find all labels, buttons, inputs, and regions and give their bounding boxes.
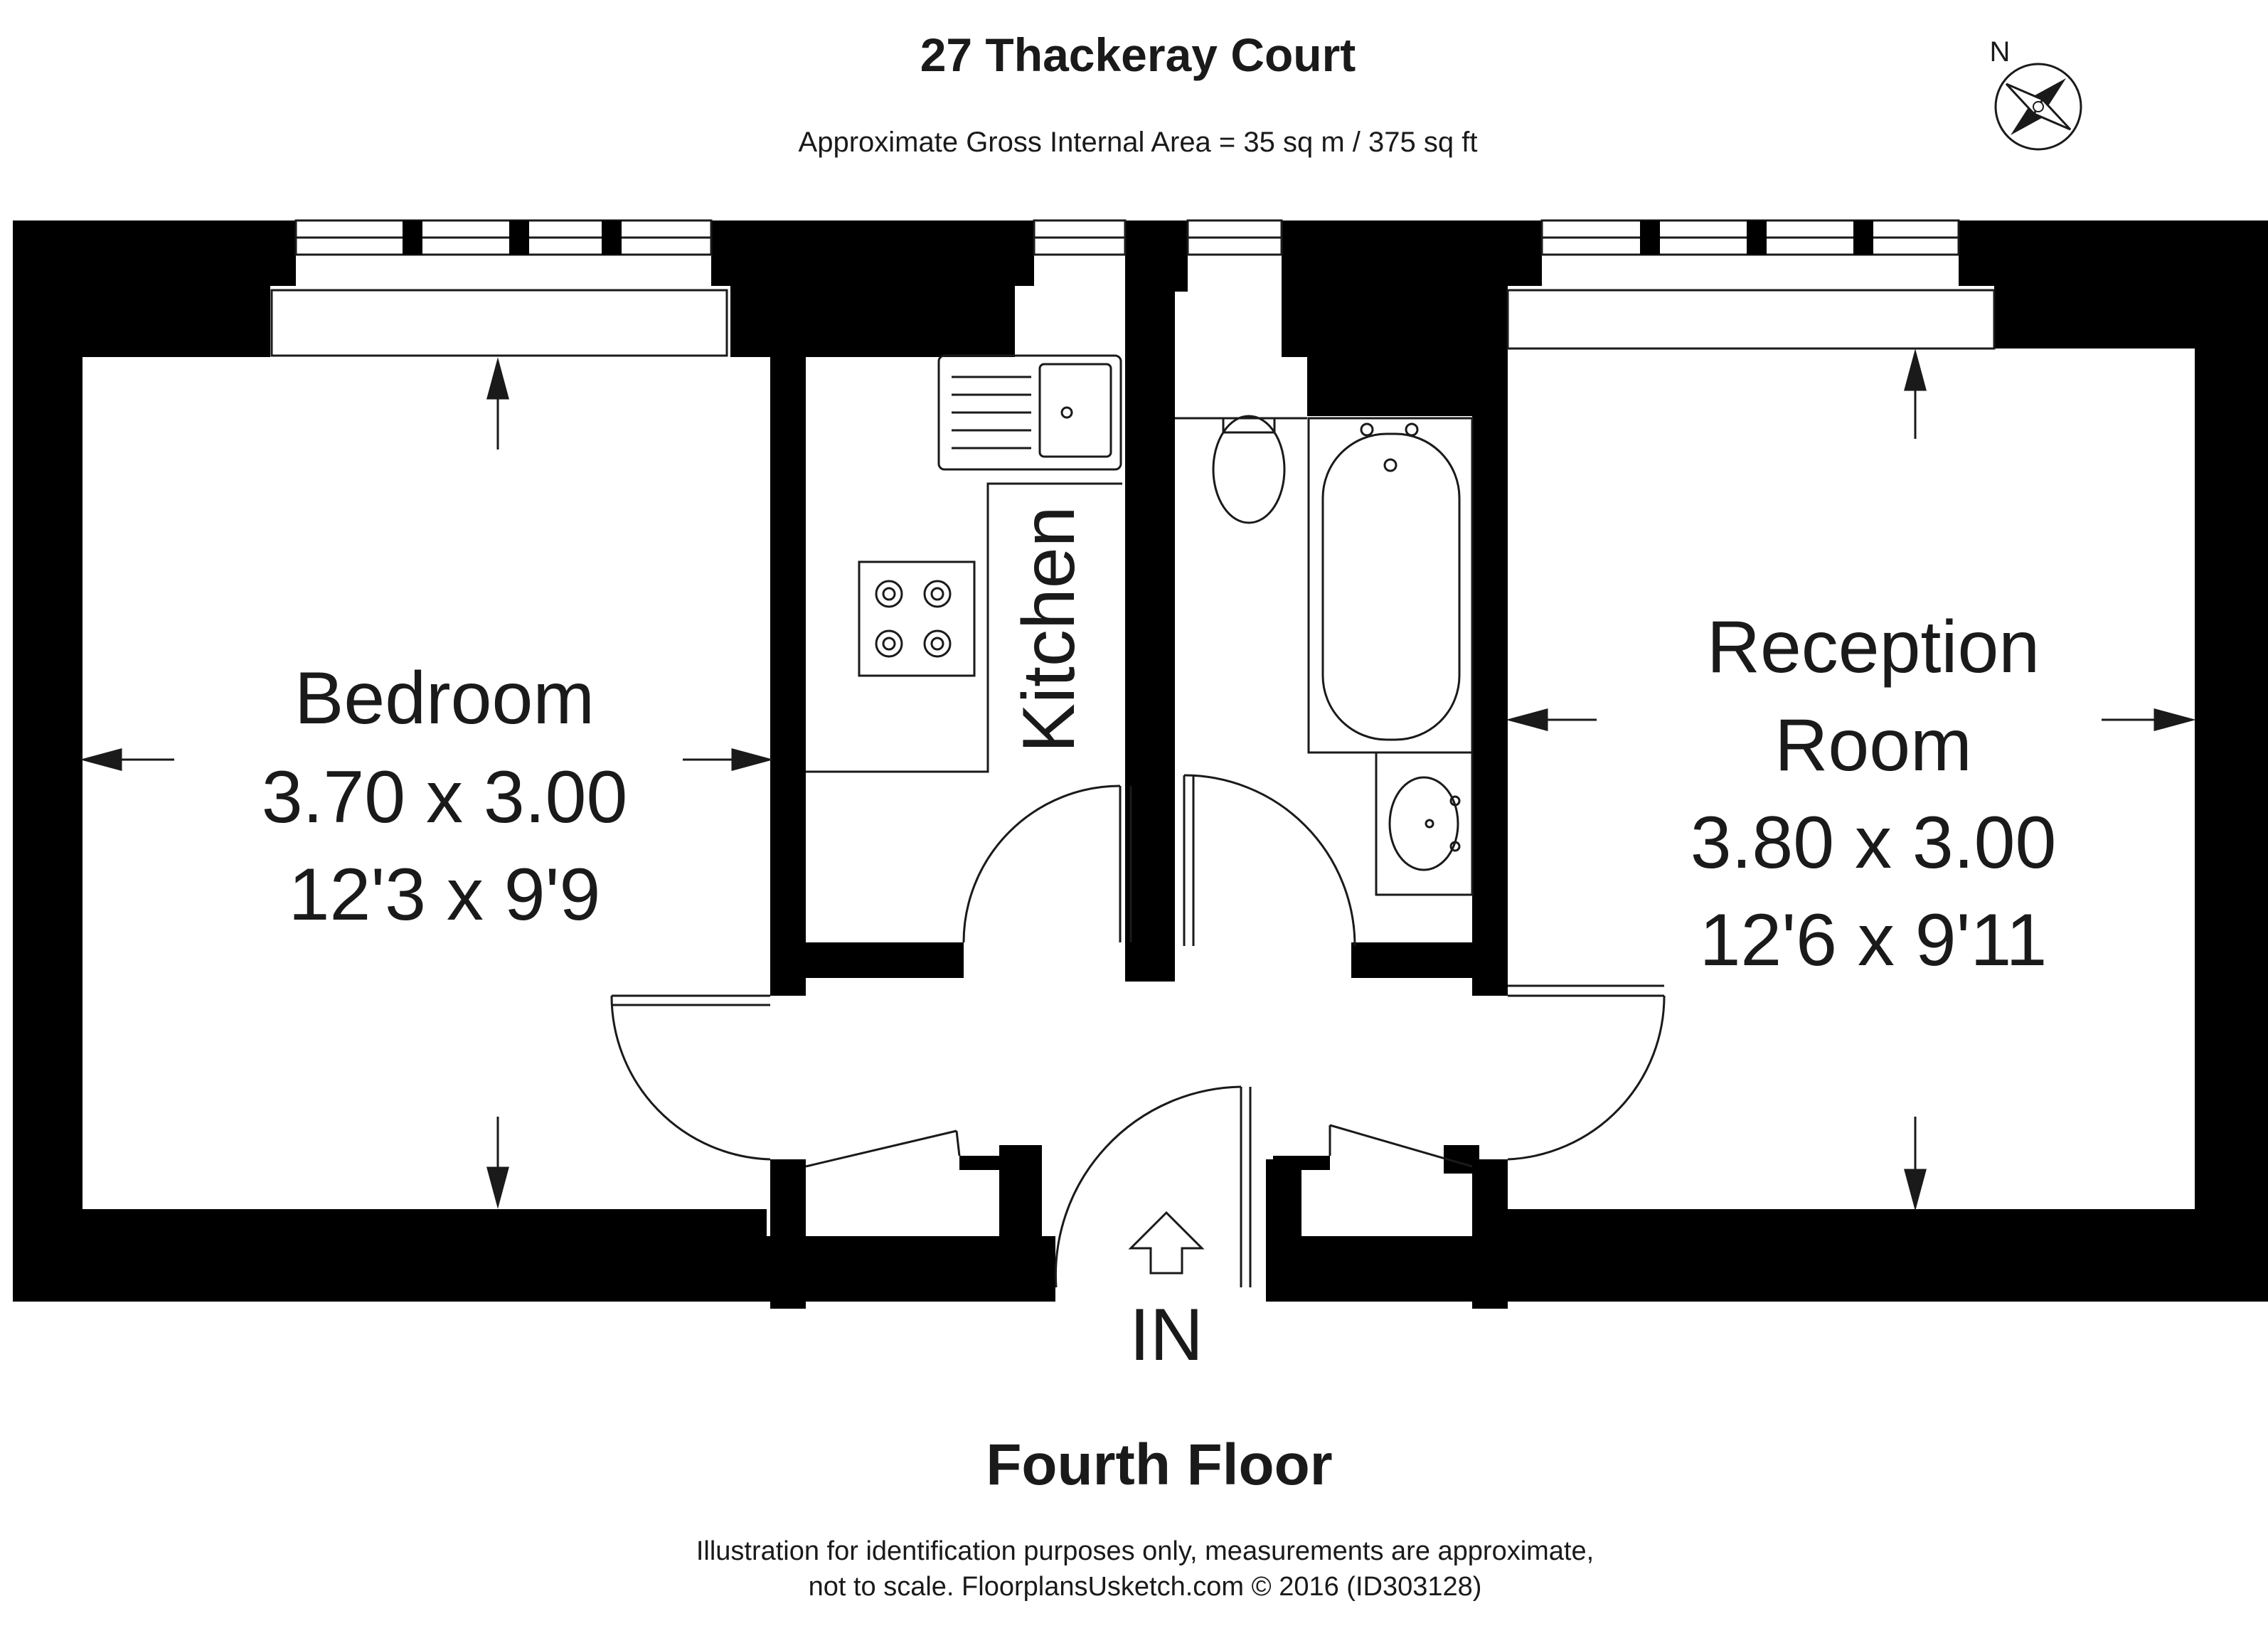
disclaimer-line-1: Illustration for identification purposes… bbox=[696, 1536, 1594, 1566]
reception-imperial: 12'6 x 9'11 bbox=[1700, 899, 2048, 982]
kitchen-name: Kitchen bbox=[1008, 506, 1090, 753]
bedroom-metric: 3.70 x 3.00 bbox=[262, 756, 628, 839]
entrance-arrow-icon bbox=[1128, 1211, 1205, 1275]
plan-title: 27 Thackeray Court bbox=[920, 28, 1356, 81]
north-label: N bbox=[1990, 36, 2011, 68]
entrance-label: IN bbox=[1129, 1294, 1203, 1376]
disclaimer-line-2: not to scale. FloorplansUsketch.com © 20… bbox=[809, 1572, 1482, 1602]
doors bbox=[610, 774, 1666, 1288]
area-caption: Approximate Gross Internal Area = 35 sq … bbox=[799, 127, 1478, 158]
reception-name-line2: Room bbox=[1774, 704, 1971, 787]
bathroom-fixtures bbox=[1175, 415, 1474, 896]
bedroom-imperial: 12'3 x 9'9 bbox=[289, 853, 601, 936]
bedroom-name: Bedroom bbox=[294, 657, 595, 740]
dimension-arrows bbox=[80, 349, 2196, 1211]
floor-label: Fourth Floor bbox=[986, 1432, 1332, 1497]
compass-icon bbox=[1994, 63, 2082, 151]
walls bbox=[13, 220, 2268, 1309]
reception-name-line1: Reception bbox=[1707, 606, 2040, 688]
kitchen-fixtures bbox=[806, 354, 1122, 773]
reception-metric: 3.80 x 3.00 bbox=[1691, 802, 2057, 884]
